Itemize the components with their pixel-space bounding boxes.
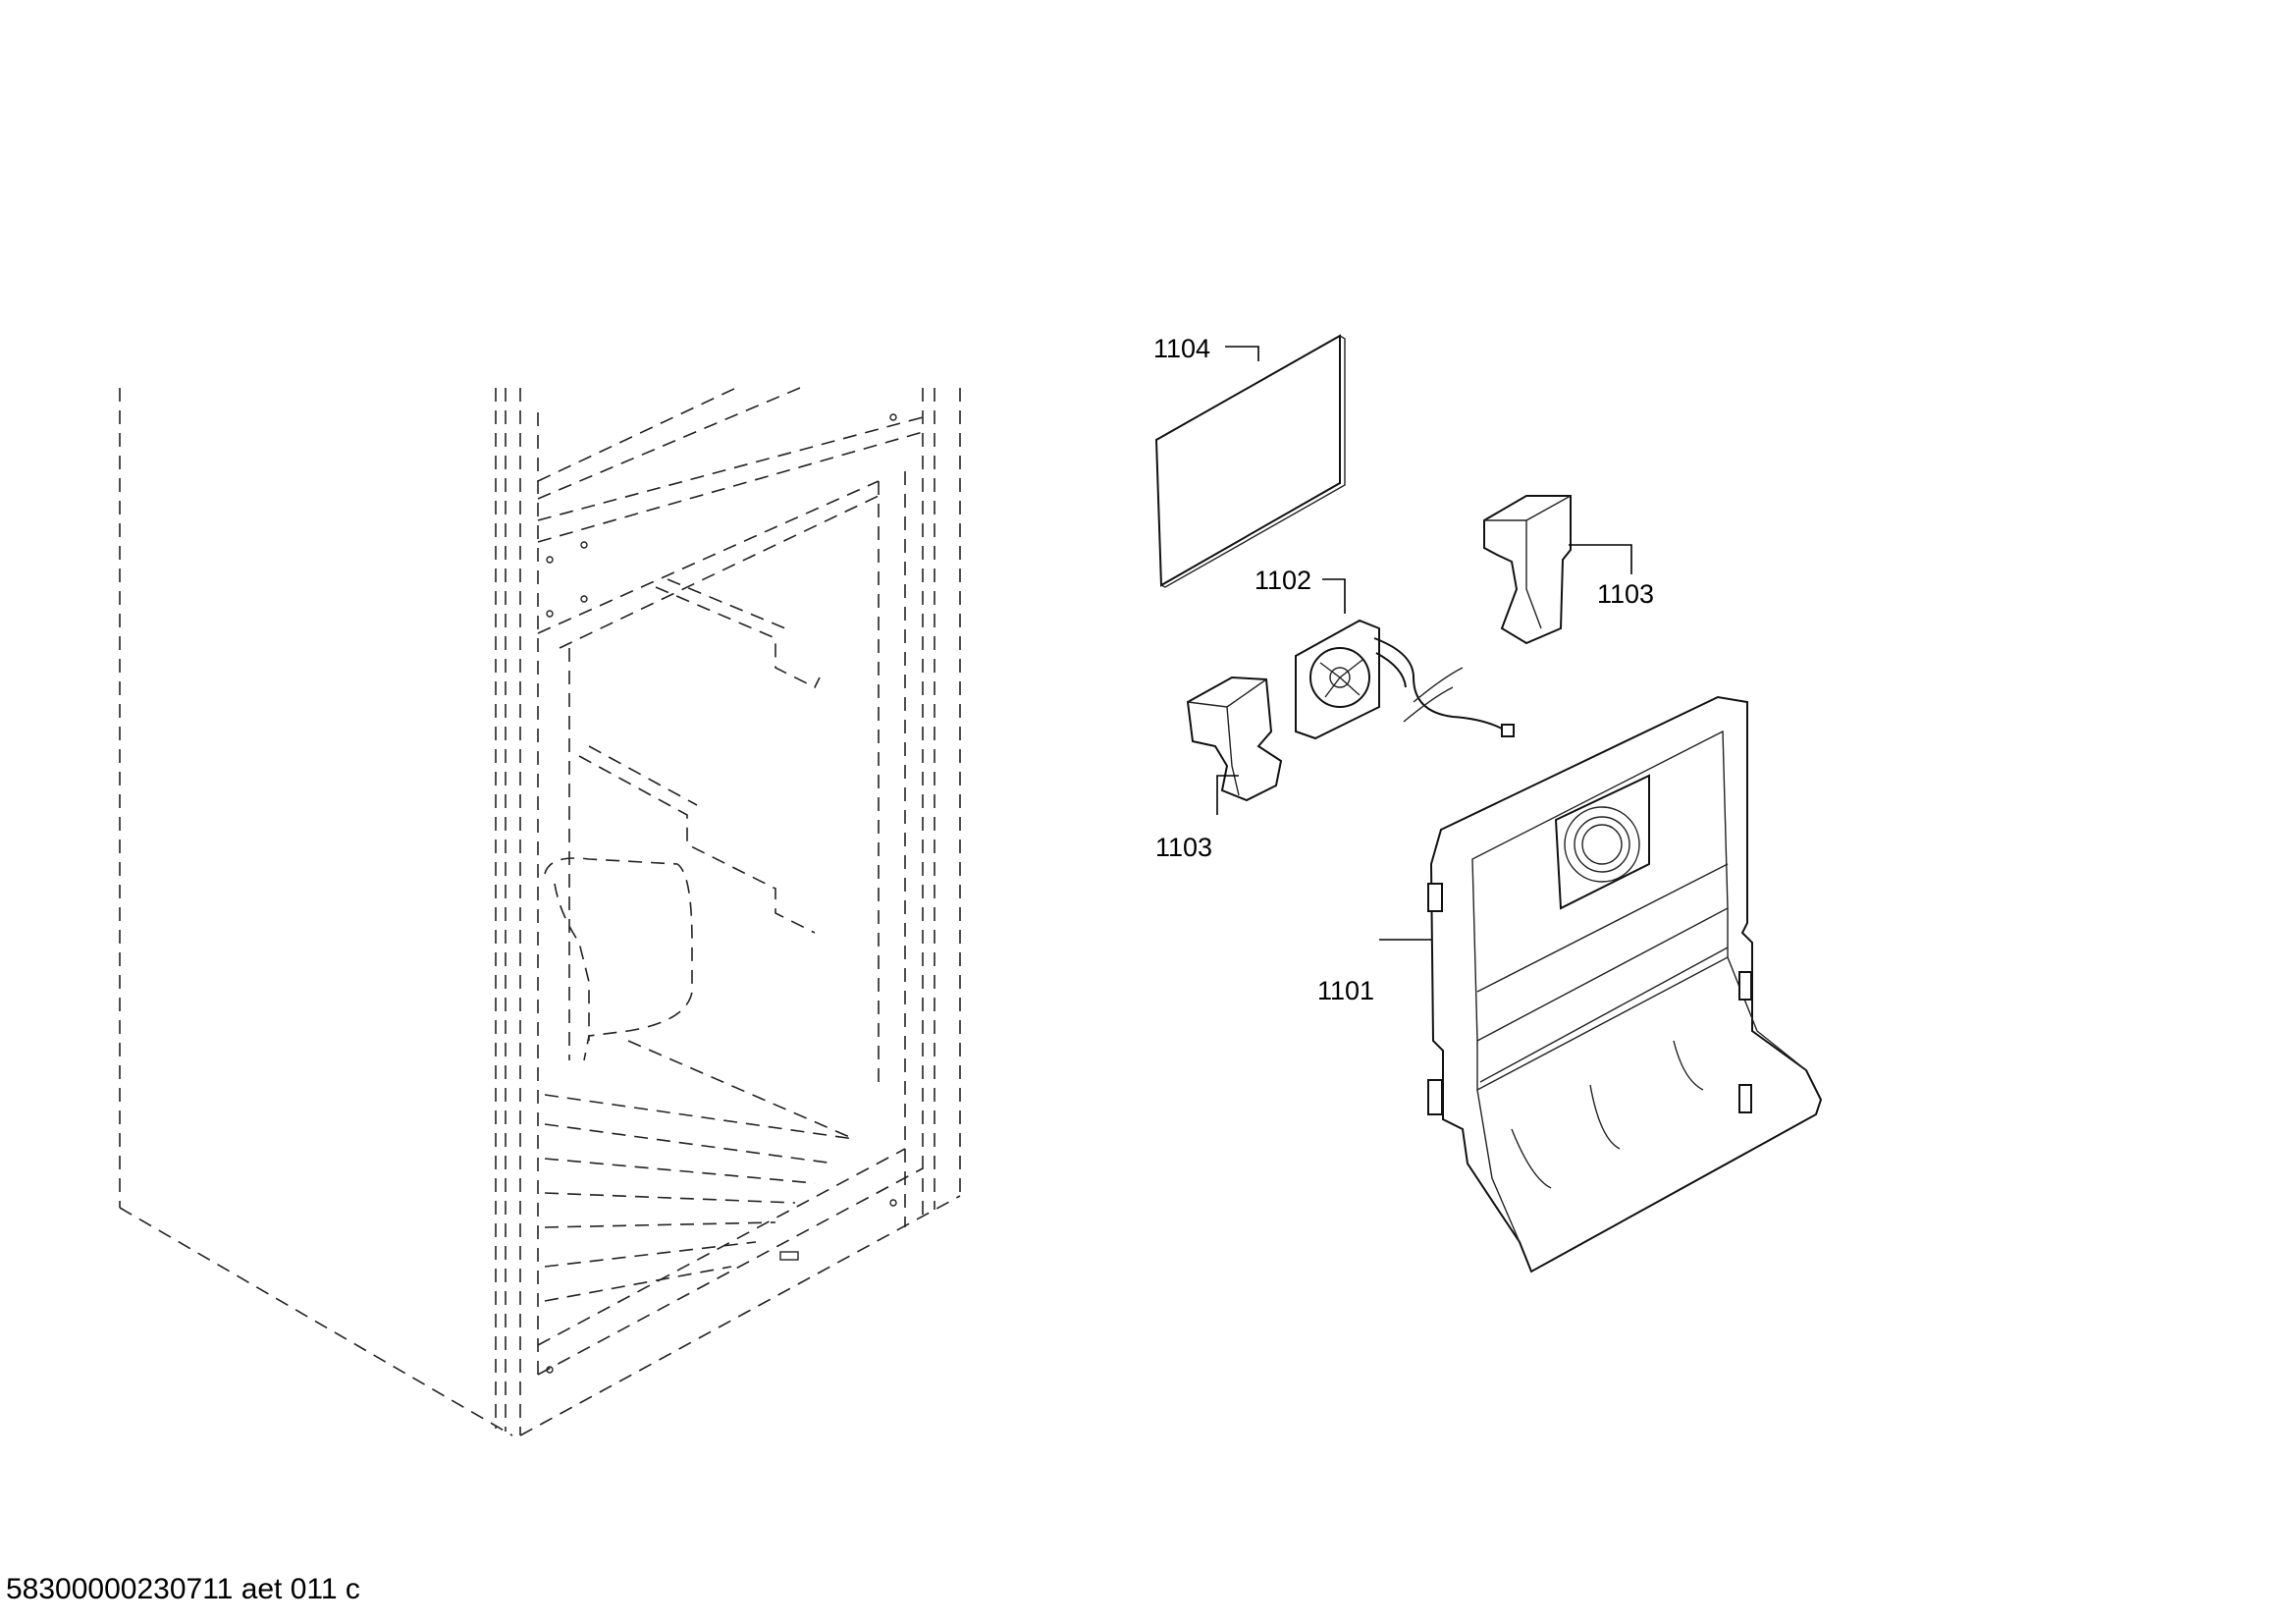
- part-label-1103-left: 1103: [1155, 833, 1212, 862]
- refrigerator-cabinet: [119, 387, 961, 1436]
- part-label-1101: 1101: [1317, 976, 1374, 1005]
- part-1103-left-bracket: [1186, 676, 1283, 802]
- leader-lines: [1216, 346, 1632, 941]
- part-label-1103-right: 1103: [1597, 579, 1654, 609]
- part-1101-air-duct-cover: [1427, 695, 1823, 1273]
- part-1104-panel: [1154, 334, 1346, 588]
- part-label-1102: 1102: [1255, 566, 1311, 595]
- part-1102-fan: [1295, 619, 1515, 740]
- document-code: 58300000230711 aet 011 c: [6, 1573, 360, 1605]
- part-1103-right-bracket: [1483, 495, 1572, 645]
- part-label-1104: 1104: [1153, 334, 1210, 363]
